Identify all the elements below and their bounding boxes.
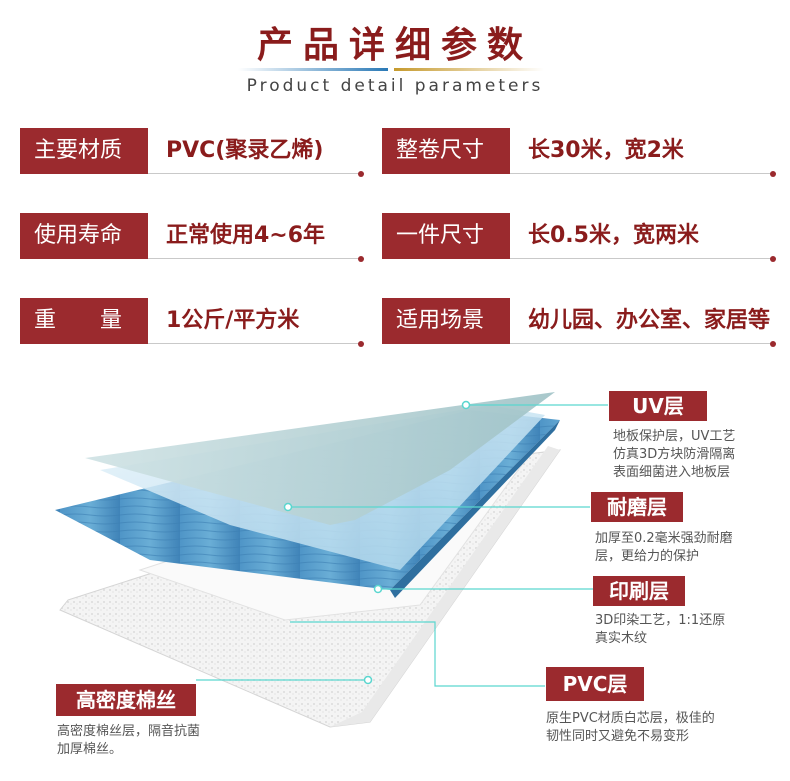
param-label: 一件尺寸 bbox=[382, 213, 510, 259]
param-label: 适用场景 bbox=[382, 298, 510, 344]
bullet-dot bbox=[770, 341, 776, 347]
description-line: 加厚至0.2毫米强劲耐磨 bbox=[595, 531, 733, 546]
description-line: 原生PVC材质白芯层，极佳的 bbox=[546, 711, 715, 726]
title-underline-left bbox=[238, 68, 388, 71]
cotton-layer-label: 高密度棉丝 bbox=[56, 684, 196, 716]
cotton-marker bbox=[363, 675, 373, 685]
uv-layer-label: UV层 bbox=[609, 391, 707, 421]
description-line: 韧性同时又避免不易变形 bbox=[546, 729, 690, 744]
wear-layer-description: 加厚至0.2毫米强劲耐磨 层，更给力的保护 bbox=[595, 530, 733, 566]
description-line: 仿真3D方块防滑隔离 bbox=[613, 447, 736, 462]
pvc-layer-description: 原生PVC材质白芯层，极佳的 韧性同时又避免不易变形 bbox=[546, 710, 715, 746]
print-layer-description: 3D印染工艺，1:1还原 真实木纹 bbox=[595, 612, 725, 648]
bullet-dot bbox=[358, 256, 364, 262]
cotton-layer-edge bbox=[330, 446, 560, 727]
description-line: 地板保护层，UV工艺 bbox=[613, 429, 736, 444]
title-underline-right bbox=[394, 68, 544, 71]
page-subtitle: Product detail parameters bbox=[246, 76, 544, 96]
description-line: 3D印染工艺，1:1还原 bbox=[595, 613, 726, 628]
param-value: 1公斤/平方米 bbox=[148, 298, 364, 344]
param-label: 重 量 bbox=[20, 298, 148, 344]
uv-layer bbox=[85, 392, 555, 525]
description-line: 高密度棉丝层，隔音抗菌 bbox=[57, 724, 201, 739]
bullet-dot bbox=[358, 171, 364, 177]
print-layer-edge bbox=[390, 420, 560, 598]
param-value: 正常使用4~6年 bbox=[148, 213, 364, 259]
param-value: PVC(聚录乙烯) bbox=[148, 128, 364, 174]
param-label: 整卷尺寸 bbox=[382, 128, 510, 174]
print-layer-label: 印刷层 bbox=[593, 576, 685, 606]
page-title: 产品详细参数 bbox=[256, 24, 533, 66]
wear-marker bbox=[283, 502, 293, 512]
description-line: 真实木纹 bbox=[595, 631, 648, 646]
uv-marker bbox=[461, 400, 471, 410]
bullet-dot bbox=[770, 171, 776, 177]
description-line: 加厚棉丝。 bbox=[57, 742, 123, 757]
pvc-leader-line bbox=[290, 621, 545, 687]
param-label: 主要材质 bbox=[20, 128, 148, 174]
wear-layer-label: 耐磨层 bbox=[591, 492, 683, 522]
param-label: 使用寿命 bbox=[20, 213, 148, 259]
description-line: 层，更给力的保护 bbox=[595, 549, 700, 564]
param-value: 长0.5米，宽两米 bbox=[510, 213, 776, 259]
uv-layer-description: 地板保护层，UV工艺 仿真3D方块防滑隔离 表面细菌进入地板层 bbox=[613, 428, 735, 482]
param-value: 长30米，宽2米 bbox=[510, 128, 776, 174]
pvc-layer-label: PVC层 bbox=[546, 667, 644, 701]
cotton-layer-description: 高密度棉丝层，隔音抗菌 加厚棉丝。 bbox=[57, 723, 200, 759]
print-marker bbox=[373, 584, 383, 594]
bullet-dot bbox=[358, 341, 364, 347]
bullet-dot bbox=[770, 256, 776, 262]
param-value: 幼儿园、办公室、家居等 bbox=[510, 298, 776, 344]
description-line: 表面细菌进入地板层 bbox=[613, 465, 731, 480]
